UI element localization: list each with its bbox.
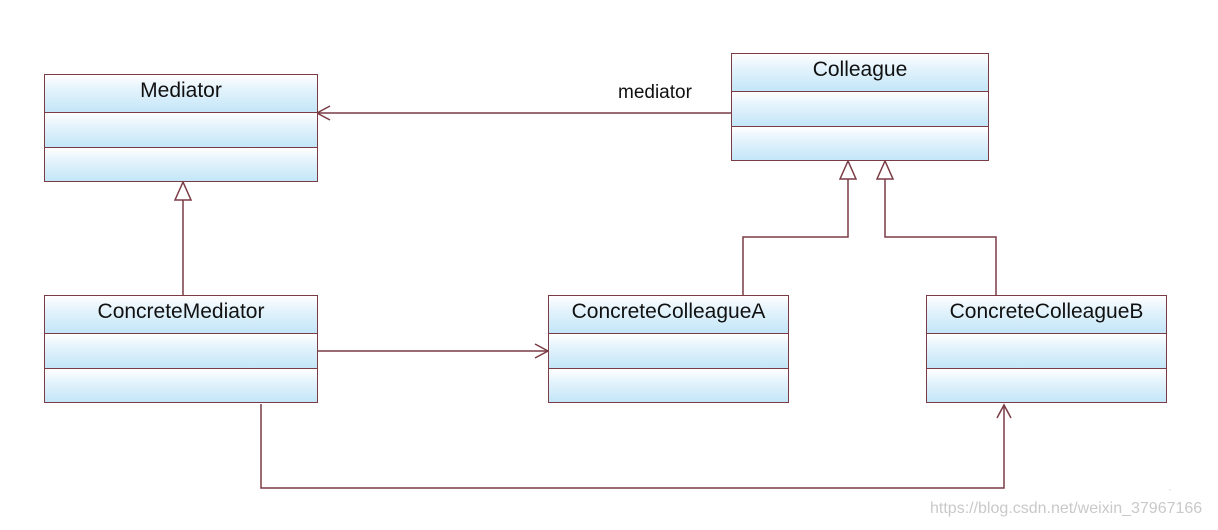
class-name-concrete-colleague-a: ConcreteColleagueA: [549, 296, 788, 334]
watermark-text: https://blog.csdn.net/weixin_37967166: [930, 500, 1203, 517]
operations-section: [549, 367, 788, 402]
edge-concretemediator-to-concretecolleagueb: [260, 403, 1012, 489]
association-label-mediator: mediator: [618, 82, 692, 103]
edge-concretemediator-to-concretecolleaguea: [318, 343, 550, 359]
operations-section: [927, 367, 1166, 402]
edge-concretecolleaguea-inherits-colleague: [742, 159, 858, 295]
edge-concretemediator-inherits-mediator: [173, 180, 193, 295]
edge-colleague-to-mediator: [315, 105, 731, 121]
class-concrete-mediator[interactable]: ConcreteMediator: [44, 295, 318, 403]
attributes-section: [549, 333, 788, 368]
class-name-mediator: Mediator: [45, 75, 317, 113]
class-name-concrete-mediator: ConcreteMediator: [45, 296, 317, 334]
operations-section: [732, 125, 988, 160]
class-concrete-colleague-b[interactable]: ConcreteColleagueB: [926, 295, 1167, 403]
attributes-section: [732, 91, 988, 126]
class-concrete-colleague-a[interactable]: ConcreteColleagueA: [548, 295, 789, 403]
operations-section: [45, 146, 317, 181]
edge-concretecolleagueb-inherits-colleague: [875, 159, 997, 295]
class-name-concrete-colleague-b: ConcreteColleagueB: [927, 296, 1166, 334]
class-mediator[interactable]: Mediator: [44, 74, 318, 182]
watermark-dot: ·: [1168, 482, 1172, 496]
class-colleague[interactable]: Colleague: [731, 53, 989, 161]
class-name-colleague: Colleague: [732, 54, 988, 92]
operations-section: [45, 367, 317, 402]
attributes-section: [45, 112, 317, 147]
attributes-section: [927, 333, 1166, 368]
attributes-section: [45, 333, 317, 368]
